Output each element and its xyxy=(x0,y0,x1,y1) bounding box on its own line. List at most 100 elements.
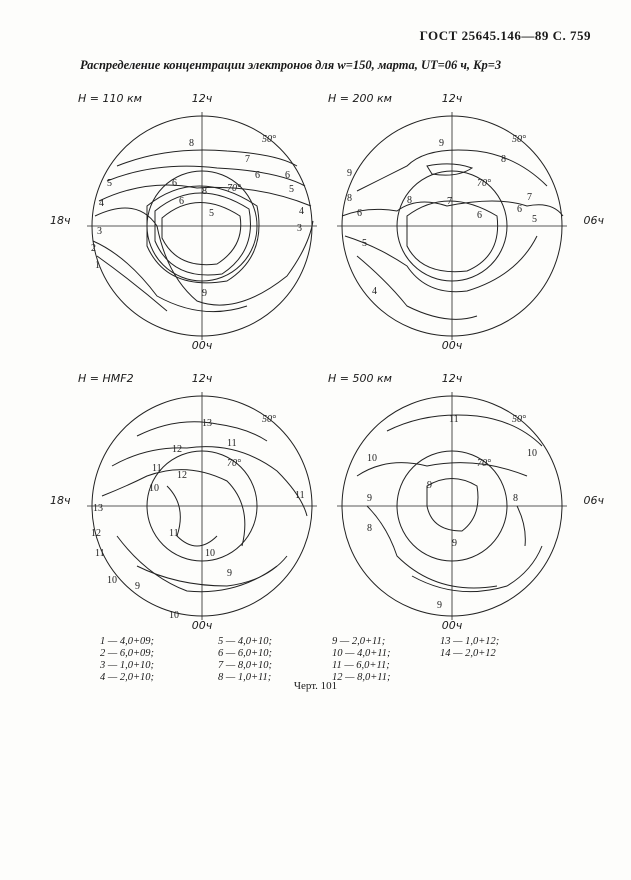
east-label: 06ч xyxy=(583,494,605,507)
legend-entry: 7 — 8,0+10; xyxy=(218,660,273,671)
contour-label: 11 xyxy=(95,548,105,559)
latitude-label: 70° xyxy=(227,183,241,194)
contour-label: 9 xyxy=(452,538,457,549)
contour-label: 10 xyxy=(367,453,377,464)
contour-label: 6 xyxy=(255,170,260,181)
contour-label: 9 xyxy=(135,581,140,592)
contour-label: 4 xyxy=(372,286,377,297)
map-panel-hmf2: H = HMF2 12ч 18ч 00ч 13 12 11 11 12 10 1… xyxy=(50,372,332,632)
contour-label: 11 xyxy=(449,414,459,425)
document-header: ГОСТ 25645.146—89 С. 759 xyxy=(419,28,591,43)
contour-label: 8 xyxy=(407,195,412,206)
legend-entry: 13 — 1,0+12; xyxy=(440,636,500,647)
north-label: 12ч xyxy=(191,372,213,385)
contour-label: 12 xyxy=(177,470,187,481)
contour-label: 9 xyxy=(427,480,432,491)
latitude-label: 70° xyxy=(477,458,491,469)
contour-label: 13 xyxy=(93,503,103,514)
contour-label: 10 xyxy=(205,548,215,559)
south-label: 00ч xyxy=(441,619,463,632)
contour-label: 11 xyxy=(295,490,305,501)
latitude-label: 70° xyxy=(227,458,241,469)
legend-entry: 4 — 2,0+10; xyxy=(100,672,155,683)
contour-label: 7 xyxy=(245,154,250,165)
contour-label: 8 xyxy=(189,138,194,149)
legend-entry: 2 — 6,0+09; xyxy=(100,648,155,659)
north-label: 12ч xyxy=(191,92,213,105)
polar-map: 9 9 8 6 8 7 6 5 4 7 6 5 8 50° 70° xyxy=(337,112,567,340)
east-label: 06ч xyxy=(583,214,605,227)
latitude-label: 50° xyxy=(262,414,276,425)
contour-label: 3 xyxy=(97,226,102,237)
panel-height-label: H = 200 км xyxy=(328,92,392,105)
legend-entry: 3 — 1,0+10; xyxy=(100,660,155,671)
polar-map: 13 12 11 11 12 10 11 10 13 12 11 10 9 10… xyxy=(87,392,317,621)
contour-label: 5 xyxy=(209,208,214,219)
polar-map: 11 10 9 8 9 8 9 10 9 50° 70° xyxy=(337,392,567,620)
contour-label: 4 xyxy=(99,198,104,209)
figure-caption: Черт. 101 xyxy=(293,680,338,692)
legend-entry: 9 — 2,0+11; xyxy=(332,636,386,647)
contour-label: 10 xyxy=(527,448,537,459)
contour-label: 12 xyxy=(172,444,182,455)
contour-label: 9 xyxy=(227,568,232,579)
contour xyxy=(116,149,298,167)
contour-label: 8 xyxy=(513,493,518,504)
legend-entry: 8 — 1,0+11; xyxy=(218,672,272,683)
contour-label: 10 xyxy=(107,575,117,586)
legend-entry: 11 — 6,0+11; xyxy=(332,660,390,671)
contour-label: 1 xyxy=(95,260,100,271)
contour-label: 6 xyxy=(517,204,522,215)
contour-label: 8 xyxy=(501,154,506,165)
contour xyxy=(106,165,306,187)
legend-entry: 14 — 2,0+12 xyxy=(440,648,496,659)
contour-label: 11 xyxy=(169,528,179,539)
contour-label: 6 xyxy=(477,210,482,221)
south-label: 00ч xyxy=(191,619,213,632)
panel-height-label: H = 110 км xyxy=(78,92,142,105)
contour-label: 10 xyxy=(149,483,159,494)
latitude-label: 50° xyxy=(512,134,526,145)
contour-label: 6 xyxy=(172,178,177,189)
contour-label: 8 xyxy=(202,186,207,197)
north-label: 12ч xyxy=(441,372,463,385)
legend-entry: 10 — 4,0+11; xyxy=(332,648,391,659)
contour-label: 8 xyxy=(347,193,352,204)
legend-entry: 6 — 6,0+10; xyxy=(218,648,273,659)
contour-label: 7 xyxy=(527,192,532,203)
contour-label: 3 xyxy=(297,223,302,234)
contour-label: 4 xyxy=(299,206,304,217)
contour-label: 9 xyxy=(437,600,442,611)
contour-label: 6 xyxy=(285,170,290,181)
map-panel-110km: H = 110 км 12ч 18ч 00ч 8 7 6 5 4 3 2 1 6… xyxy=(50,92,332,352)
latitude-label: 50° xyxy=(512,414,526,425)
west-label: 18ч xyxy=(50,214,71,227)
contour-label: 2 xyxy=(91,243,96,254)
legend-entry: 12 — 8,0+11; xyxy=(332,672,391,683)
contour-label: 11 xyxy=(227,438,237,449)
south-label: 00ч xyxy=(441,339,463,352)
latitude-label: 70° xyxy=(477,178,491,189)
contour-label: 9 xyxy=(347,168,352,179)
polar-map: 8 7 6 5 4 3 2 1 6 5 8 6 9 3 6 5 4 50° 70… xyxy=(87,112,317,340)
contour-label: 9 xyxy=(202,288,207,299)
map-panel-500km: H = 500 км 12ч 06ч 00ч 11 10 9 8 9 8 9 1… xyxy=(322,372,604,632)
contour-label: 5 xyxy=(289,184,294,195)
contour-label: 12 xyxy=(91,528,101,539)
panel-height-label: H = HMF2 xyxy=(78,372,134,385)
latitude-label: 50° xyxy=(262,134,276,145)
legend-entry: 1 — 4,0+09; xyxy=(100,636,155,647)
contour-label: 13 xyxy=(202,418,212,429)
contour-label: 5 xyxy=(362,238,367,249)
panel-height-label: H = 500 км xyxy=(328,372,392,385)
contour-label: 10 xyxy=(169,610,179,621)
contour-label: 9 xyxy=(367,493,372,504)
map-panel-200km: H = 200 км 12ч 06ч 00ч 9 9 8 6 8 7 6 5 4… xyxy=(322,92,604,352)
contour-label: 5 xyxy=(532,214,537,225)
contour-label: 9 xyxy=(439,138,444,149)
south-label: 00ч xyxy=(191,339,213,352)
contour-label: 8 xyxy=(367,523,372,534)
contour-label: 6 xyxy=(179,196,184,207)
contour-label: 5 xyxy=(107,178,112,189)
north-label: 12ч xyxy=(441,92,463,105)
